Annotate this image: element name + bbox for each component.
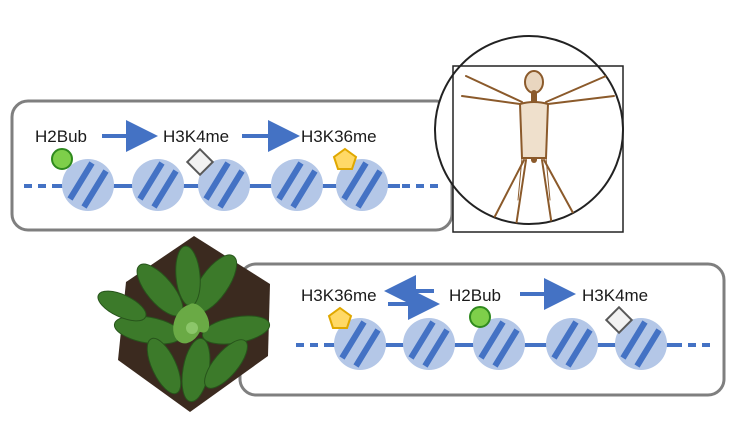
yellow-pentagon-mark: [332, 147, 358, 170]
vitruvian-figure: [461, 70, 615, 224]
white-diamond-mark: [185, 147, 215, 177]
white-diamond-mark: [604, 305, 634, 335]
plant-panel: H3K36me H2Bub H3K4me: [238, 262, 726, 397]
nucleosome: [62, 159, 114, 211]
plant-label-h2bub: H2Bub: [449, 286, 501, 305]
green-circle-mark: [51, 148, 73, 170]
arabidopsis-rosette-photo: [97, 236, 271, 412]
human-panel: H2Bub H3K4me H3K36me: [10, 99, 454, 232]
plant-label-h3k4me: H3K4me: [582, 286, 648, 305]
nucleosome: [615, 318, 667, 370]
plant-nucleosomes: [334, 318, 667, 370]
human-nucleosomes: [62, 159, 388, 211]
human-label-h2bub: H2Bub: [35, 127, 87, 146]
nucleosome: [336, 159, 388, 211]
nucleosome: [403, 318, 455, 370]
nucleosome: [473, 318, 525, 370]
rosette-leaves: [97, 245, 271, 403]
nucleosome: [132, 159, 184, 211]
yellow-pentagon-mark: [327, 306, 353, 329]
nucleosome: [198, 159, 250, 211]
vitruvian-man-sketch: [434, 35, 624, 233]
nucleosome: [546, 318, 598, 370]
human-label-h3k36me: H3K36me: [301, 127, 377, 146]
vitruvian-square: [452, 65, 624, 233]
rosette-center: [173, 303, 210, 344]
nucleosome: [271, 159, 323, 211]
human-label-h3k4me: H3K4me: [163, 127, 229, 146]
nucleosome: [334, 318, 386, 370]
plant-label-h3k36me: H3K36me: [301, 286, 377, 305]
green-circle-mark: [469, 306, 491, 328]
